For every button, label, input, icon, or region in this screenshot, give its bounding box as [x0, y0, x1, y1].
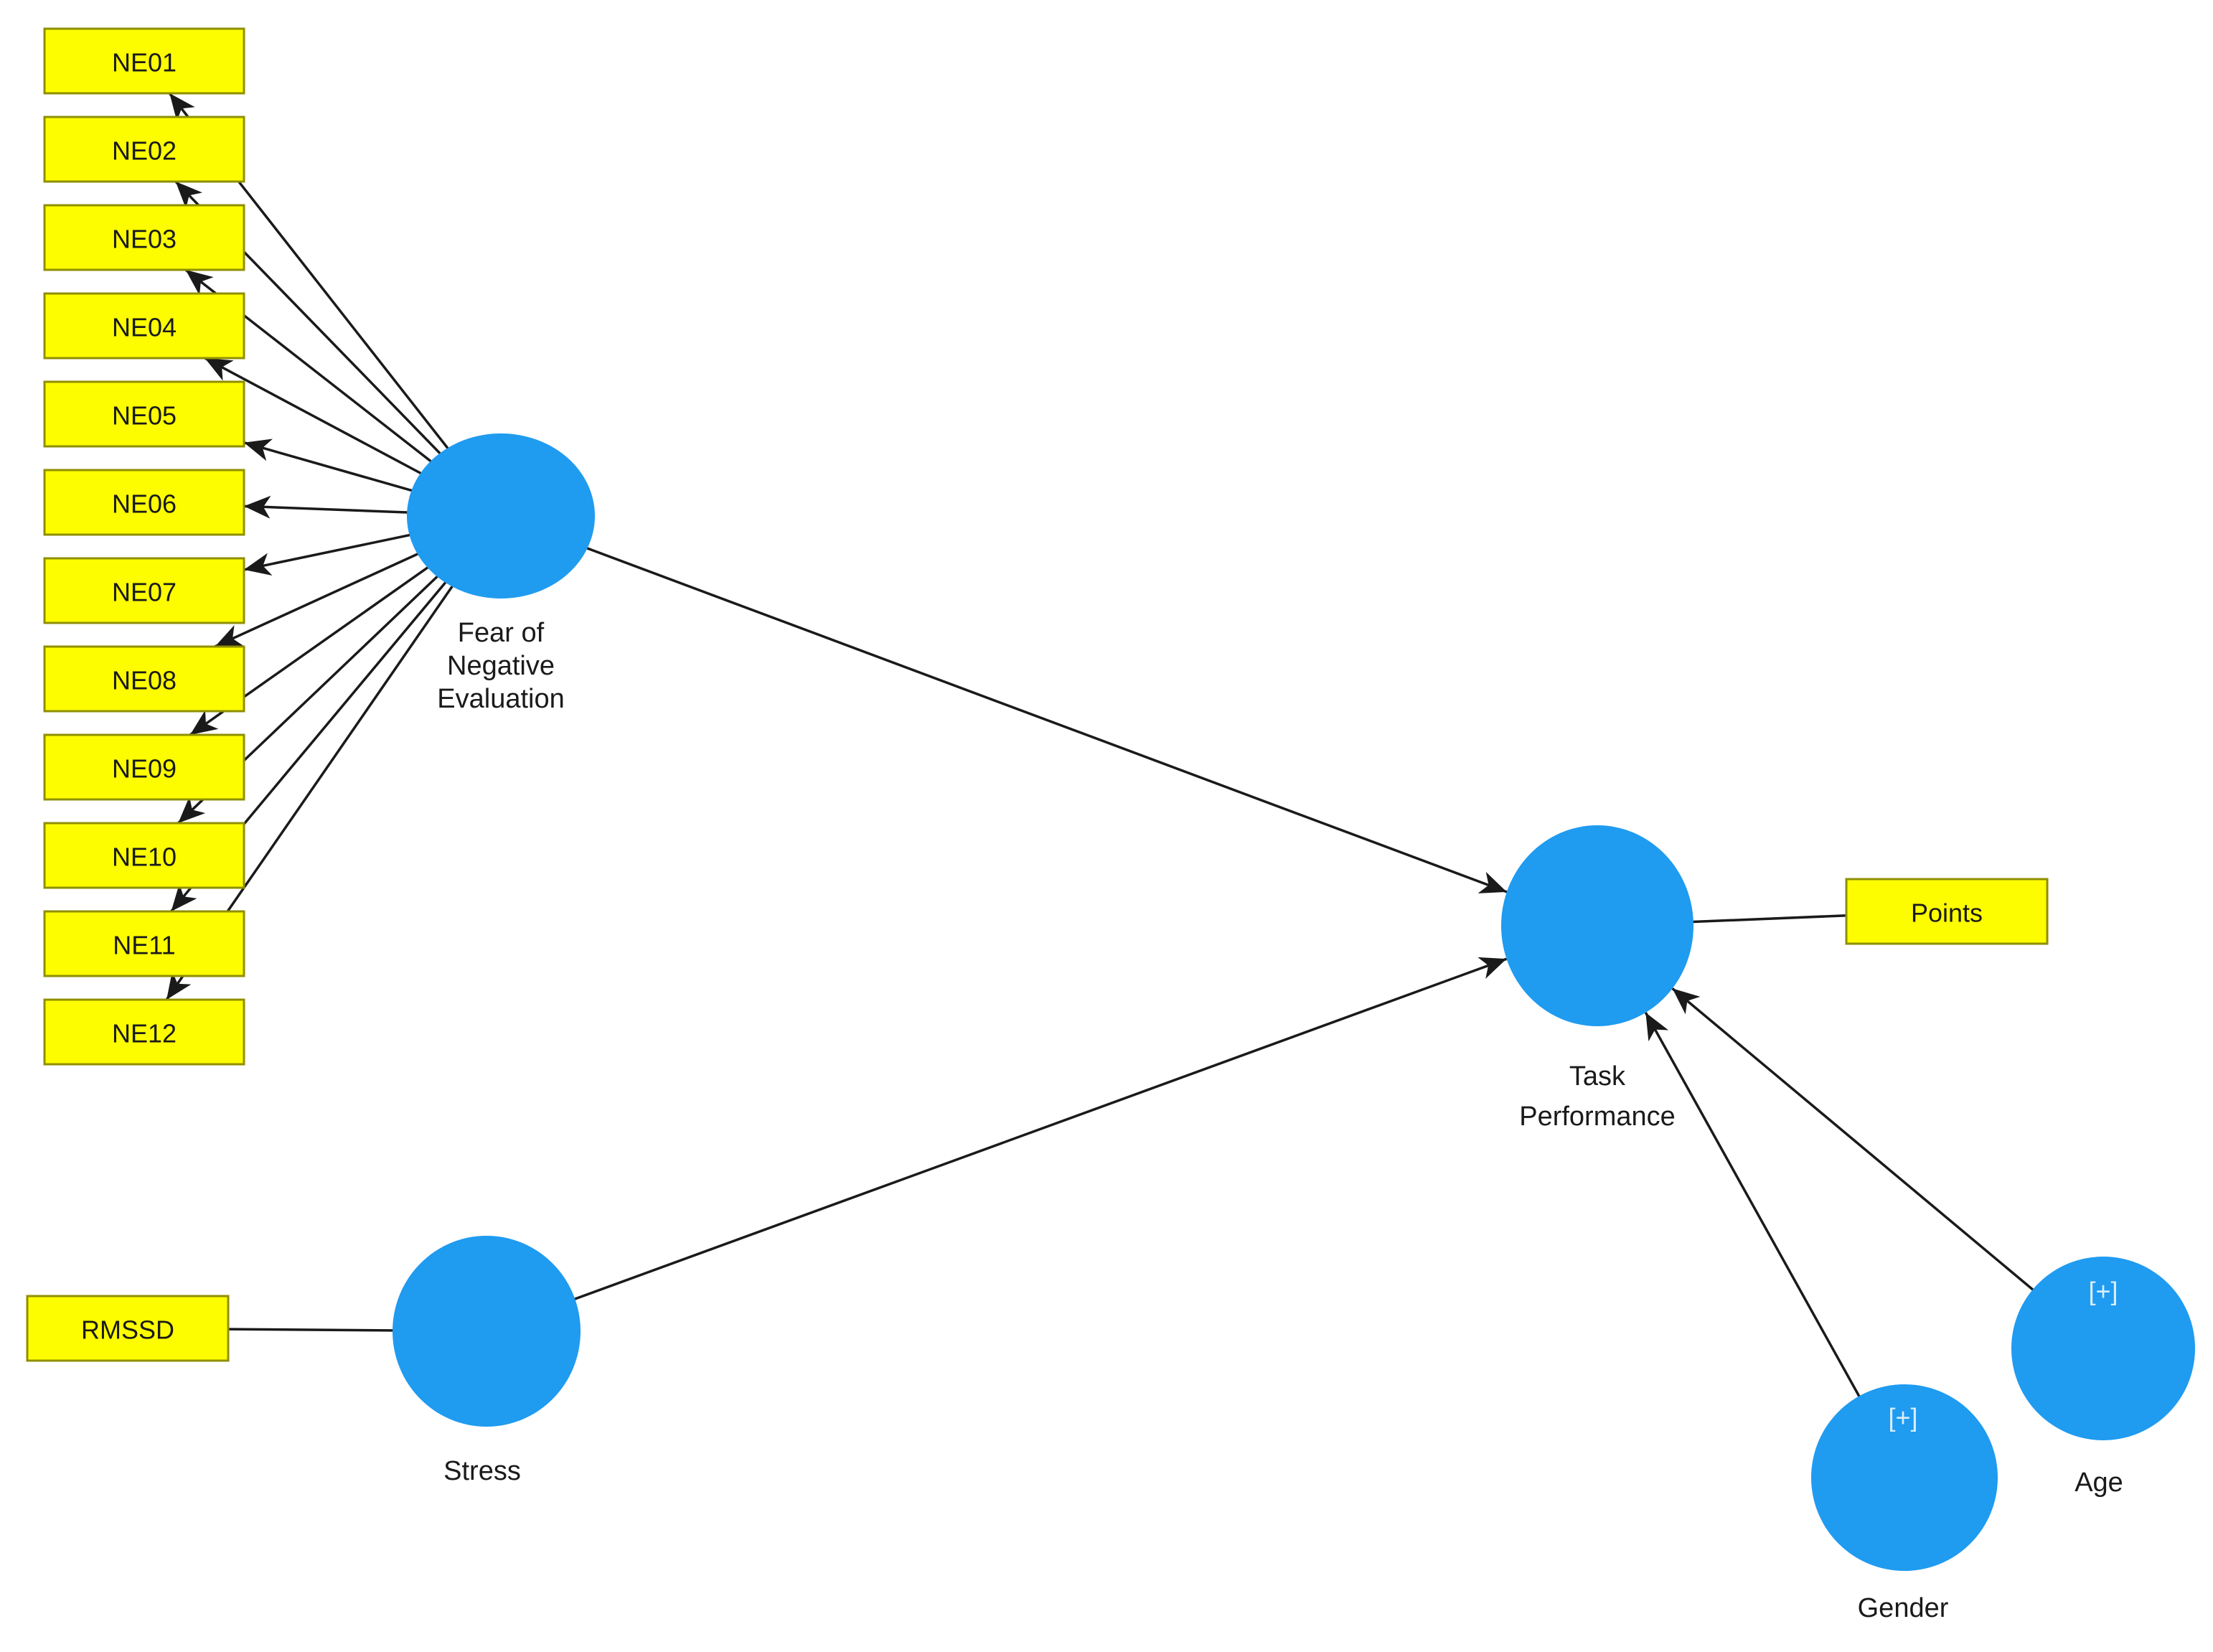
construct-label-stress-line-1: Stress	[443, 1456, 521, 1486]
construct-label-task-line-1: Task	[1569, 1061, 1626, 1092]
indicator-label-ne12: NE12	[112, 1019, 177, 1048]
indicator-ne02: NE02	[43, 116, 245, 183]
construct-label-fne-line-3: Evaluation	[437, 684, 564, 714]
indicator-label-ne04: NE04	[112, 313, 177, 342]
indicator-box-ne02[interactable]	[43, 116, 245, 183]
construct-age: Age [+]	[2011, 1257, 2195, 1498]
construct-label-task-line-2: Performance	[1519, 1102, 1676, 1132]
construct-ellipse-stress[interactable]	[393, 1236, 581, 1427]
indicator-label-ne09: NE09	[112, 754, 177, 784]
indicator-ne01: NE01	[43, 27, 245, 95]
indicator-box-ne06[interactable]	[43, 469, 245, 536]
indicator-box-ne07[interactable]	[43, 557, 245, 624]
edge-age-task[interactable]	[1671, 987, 2105, 1350]
edge-stress-task[interactable]	[486, 957, 1508, 1333]
construct-ellipse-age[interactable]	[2011, 1257, 2195, 1440]
indicator-ne03: NE03	[43, 204, 245, 271]
construct-label-fne-line-2: Negative	[447, 651, 555, 681]
indicator-label-ne10: NE10	[112, 843, 177, 872]
indicator-box-ne11[interactable]	[43, 910, 245, 977]
indicator-label-ne11: NE11	[113, 931, 175, 960]
indicator-ne10: NE10	[43, 822, 245, 889]
indicator-points: Points	[1845, 878, 2049, 945]
indicator-ne07: NE07	[43, 557, 245, 624]
indicator-ne04: NE04	[43, 292, 245, 360]
construct-label-fne-line-1: Fear of	[458, 618, 545, 648]
indicator-box-points[interactable]	[1845, 878, 2049, 945]
edge-fne-task[interactable]	[500, 515, 1508, 893]
indicator-ne06: NE06	[43, 469, 245, 536]
indicator-box-ne05[interactable]	[43, 380, 245, 448]
indicator-label-ne08: NE08	[112, 666, 177, 695]
indicator-label-ne05: NE05	[112, 401, 177, 431]
expand-indicators-badge-gender[interactable]: [+]	[1888, 1403, 1917, 1432]
indicator-box-ne12[interactable]	[43, 998, 245, 1066]
indicator-box-ne04[interactable]	[43, 292, 245, 360]
construct-stress: Stress	[393, 1236, 581, 1486]
construct-ellipse-task[interactable]	[1501, 825, 1693, 1026]
indicator-ne11: NE11	[43, 910, 245, 977]
indicator-box-ne09[interactable]	[43, 733, 245, 801]
indicator-label-ne07: NE07	[112, 578, 177, 607]
construct-gender: Gender [+]	[1811, 1384, 1998, 1623]
indicator-box-ne08[interactable]	[43, 645, 245, 713]
indicator-box-ne01[interactable]	[43, 27, 245, 95]
indicator-ne12: NE12	[43, 998, 245, 1066]
indicator-ne09: NE09	[43, 733, 245, 801]
indicator-ne08: NE08	[43, 645, 245, 713]
indicator-label-ne06: NE06	[112, 489, 177, 519]
construct-ellipse-fne[interactable]	[407, 433, 595, 599]
indicator-box-rmssd[interactable]	[26, 1295, 230, 1362]
indicator-ne05: NE05	[43, 380, 245, 448]
indicator-box-ne10[interactable]	[43, 822, 245, 889]
expand-indicators-badge-age[interactable]: [+]	[2088, 1277, 2118, 1306]
indicator-label-ne03: NE03	[112, 225, 177, 254]
indicator-label-rmssd: RMSSD	[81, 1315, 174, 1345]
construct-ellipse-gender[interactable]	[1811, 1384, 1998, 1571]
indicator-label-ne01: NE01	[112, 48, 177, 78]
indicator-rmssd: RMSSD	[26, 1295, 230, 1362]
construct-label-gender-line-1: Gender	[1858, 1593, 1949, 1623]
indicator-label-ne02: NE02	[112, 136, 177, 166]
construct-label-age-line-1: Age	[2075, 1468, 2123, 1498]
indicator-label-points: Points	[1911, 898, 1983, 928]
indicator-box-ne03[interactable]	[43, 204, 245, 271]
